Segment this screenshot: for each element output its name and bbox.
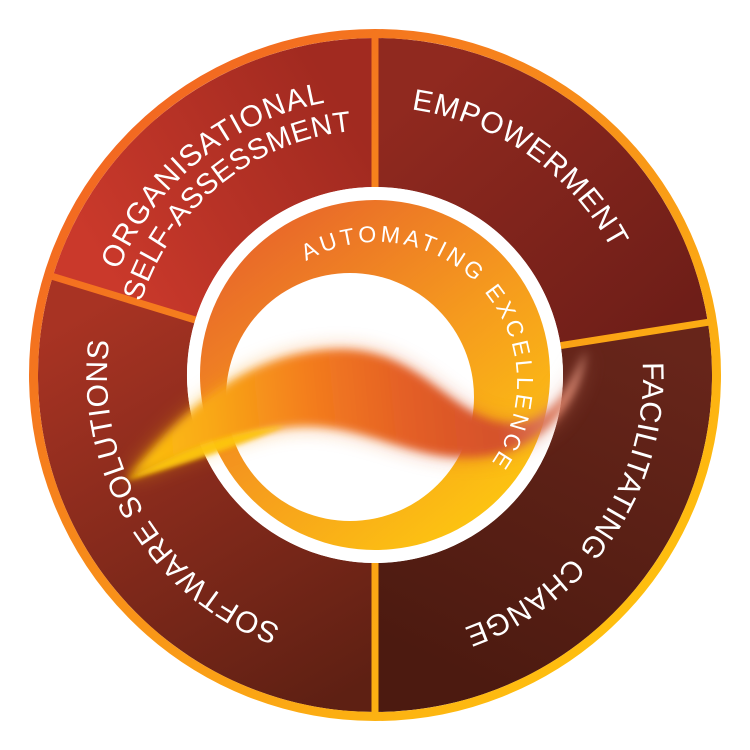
segment-empowerment: [375, 37, 708, 346]
segment-organisational-self-assessment: [52, 37, 375, 320]
swoosh-core: [126, 349, 586, 480]
swoosh-flame: [126, 349, 586, 480]
divider-left: [47, 271, 197, 324]
segment-facilitating-change: [375, 322, 713, 712]
swoosh-yellow-tail: [126, 426, 285, 480]
outer-border-ring: [29, 29, 721, 721]
divider-right: [560, 318, 713, 350]
segment-software-solutions: [37, 276, 376, 712]
